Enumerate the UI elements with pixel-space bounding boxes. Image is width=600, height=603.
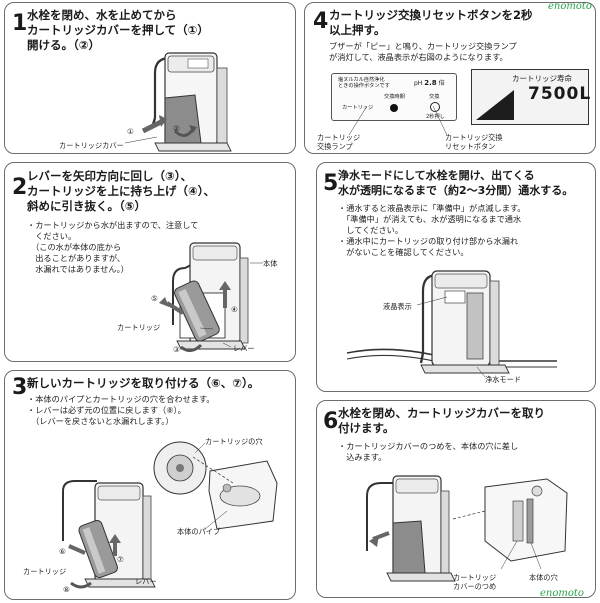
step2-note-2: ください。 xyxy=(27,231,77,241)
lcd-bar-icon xyxy=(476,90,514,120)
panel-exchange-button[interactable]: 交換 xyxy=(429,94,440,100)
step5-note-5: がないことを確認してください。 xyxy=(338,247,469,257)
step1-label-cover: カートリッジカバー xyxy=(59,141,124,150)
step4-label-reset-1: カートリッジ交換 xyxy=(445,133,503,142)
step6-label-hole: 本体の穴 xyxy=(529,573,558,582)
step2-title-2: カートリッジを上に持ち上げ（④）、 xyxy=(27,184,215,198)
panel-press-label: 2秒押し xyxy=(426,114,445,120)
step6-illustration xyxy=(366,475,568,582)
watermark-bottom: enomoto xyxy=(540,588,584,599)
step6-label-claw-1: カートリッジ xyxy=(453,573,497,582)
step3-note-2: ・レバーは必ず元の位置に戻します（⑧）。 xyxy=(27,405,186,415)
step2-label-c4: ④ xyxy=(231,305,238,314)
watermark-top: enomoto xyxy=(548,1,592,12)
step4-note-2: が消灯して、液晶表示が右図のようになります。 xyxy=(329,52,508,62)
step4-number: 4 xyxy=(313,9,329,34)
step3-label-lever: レバー xyxy=(135,577,157,586)
step2-label-c3: ③ xyxy=(173,345,180,354)
step5-title-2: 水が透明になるまで（約2〜3分間）通水する。 xyxy=(338,184,574,197)
step3-panel: 3 新しいカートリッジを取り付ける（⑥、⑦）。 ・本体のパイプとカートリッジの穴… xyxy=(4,370,296,600)
step5-illustration xyxy=(346,270,557,378)
step1-illustration xyxy=(124,52,232,152)
step3-label-cartridge: カートリッジ xyxy=(23,567,67,576)
control-panel: 塩ヌルカル自然浄化 ときの操作ボタンです pH 2.8 倍 交換時期 カートリッ… xyxy=(331,73,457,121)
step6-title-1: 水栓を閉め、カートリッジカバーを取り xyxy=(338,406,545,420)
step4-title-1: カートリッジ交換リセットボタンを2秒 xyxy=(329,8,533,22)
step5-label-lcd: 液晶表示 xyxy=(383,302,412,311)
step2-panel: 2 レバーを矢印方向に回し（③）、 カートリッジを上に持ち上げ（④）、 斜めに引… xyxy=(4,162,296,362)
step1-label-c1: ① xyxy=(127,127,134,136)
step5-number: 5 xyxy=(323,171,339,196)
panel-small-text-1: 塩ヌルカル自然浄化 xyxy=(338,77,385,83)
step2-note-5: 水漏れではありません。） xyxy=(27,264,129,274)
panel-exchange-label: 交換時期 xyxy=(384,94,405,100)
step3-label-c7: ⑦ xyxy=(117,555,124,564)
step1-title-1: 水栓を閉め、水を止めてから xyxy=(27,8,177,22)
step3-number: 3 xyxy=(12,375,28,400)
lcd-caption: カートリッジ寿命 xyxy=(512,74,572,83)
step2-illustration xyxy=(159,242,263,352)
reset-button-icon[interactable] xyxy=(430,102,440,112)
step5-note-4: ・通水中にカートリッジの取り付け部から水漏れ xyxy=(338,236,519,246)
step6-panel: 6 水栓を閉め、カートリッジカバーを取り 付けます。 ・カートリッジカバーのつめ… xyxy=(316,400,596,598)
step3-note-3: （レバーを戻さないと水漏れします。） xyxy=(27,416,174,426)
step2-note-3: （この水が本体の底から xyxy=(27,242,122,252)
step5-note-2: 「準備中」が消えても、水が透明になるまで通水 xyxy=(338,214,522,224)
step3-note-1: ・本体のパイプとカートリッジの穴を合わせます。 xyxy=(27,394,215,404)
lcd-value: 7500L xyxy=(528,84,592,104)
step6-label-claw-2: カバーのつめ xyxy=(453,582,497,591)
step2-title-1: レバーを矢印方向に回し（③）、 xyxy=(27,169,192,183)
step4-label-lamp-1: カートリッジ xyxy=(317,133,361,142)
step4-note-1: ブザーが「ピー」と鳴り、カートリッジ交換ランプ xyxy=(329,41,517,51)
step4-leader-lines xyxy=(348,105,448,136)
step2-label-c5: ⑤ xyxy=(151,294,158,303)
step1-panel: 1 水栓を閉め、水を止めてから カートリッジカバーを押して（①） 開ける。（②）… xyxy=(4,2,296,154)
step6-title-2: 付けます。 xyxy=(338,421,395,435)
step4-title-2: 以上押す。 xyxy=(329,23,386,37)
step4-label-lamp-2: 交換ランプ xyxy=(317,142,353,151)
step3-label-pipe: 本体のパイプ xyxy=(177,527,221,536)
step2-note-4: 出ることがありますが、 xyxy=(27,253,126,263)
step6-note-1: ・カートリッジカバーのつめを、本体の穴に差し xyxy=(338,441,519,451)
step2-title-3: 斜めに引き抜く。（⑤） xyxy=(27,199,146,213)
step1-title-2: カートリッジカバーを押して（①） xyxy=(27,23,209,37)
step4-label-reset-2: リセットボタン xyxy=(445,142,496,151)
step2-number: 2 xyxy=(12,175,28,200)
panel-cartridge-label: カートリッジ xyxy=(342,105,374,111)
step2-label-cartridge: カートリッジ xyxy=(117,323,161,332)
step3-label-c8: ⑧ xyxy=(63,585,70,594)
step2-note-1: ・カートリッジから水が出ますので、注意して xyxy=(27,220,199,230)
lcd-display: カートリッジ寿命 7500L xyxy=(471,69,592,125)
step1-title-3: 開ける。（②） xyxy=(27,38,100,52)
panel-ph-value: pH 2.8 倍 xyxy=(414,79,445,87)
step3-label-c6: ⑥ xyxy=(59,547,66,556)
step5-note-1: ・通水すると液晶表示に「準備中」が点滅します。 xyxy=(338,203,526,213)
step3-label-hole: カートリッジの穴 xyxy=(205,437,263,446)
step1-label-c2: ② xyxy=(173,124,180,133)
step6-note-2: 込みます。 xyxy=(338,452,387,462)
step5-note-3: してください。 xyxy=(338,225,404,235)
step3-title-1: 新しいカートリッジを取り付ける（⑥、⑦）。 xyxy=(27,376,260,390)
step2-label-body: 本体 xyxy=(263,259,278,268)
step3-illustration xyxy=(62,441,278,589)
step2-label-lever: レバー xyxy=(233,344,255,353)
panel-small-text-2: ときの操作ボタンです xyxy=(338,83,390,89)
step4-panel: 4 カートリッジ交換リセットボタンを2秒 以上押す。 ブザーが「ピー」と鳴り、カ… xyxy=(304,2,596,154)
step6-number: 6 xyxy=(323,409,339,434)
step5-title-1: 浄水モードにして水栓を開け、出てくる xyxy=(338,169,535,182)
step5-label-mode: 浄水モード xyxy=(485,375,521,384)
cartridge-lamp-icon xyxy=(390,104,398,112)
step1-number: 1 xyxy=(12,11,28,36)
step5-panel: 5 浄水モードにして水栓を開け、出てくる 水が透明になるまで（約2〜3分間）通水… xyxy=(316,162,596,392)
